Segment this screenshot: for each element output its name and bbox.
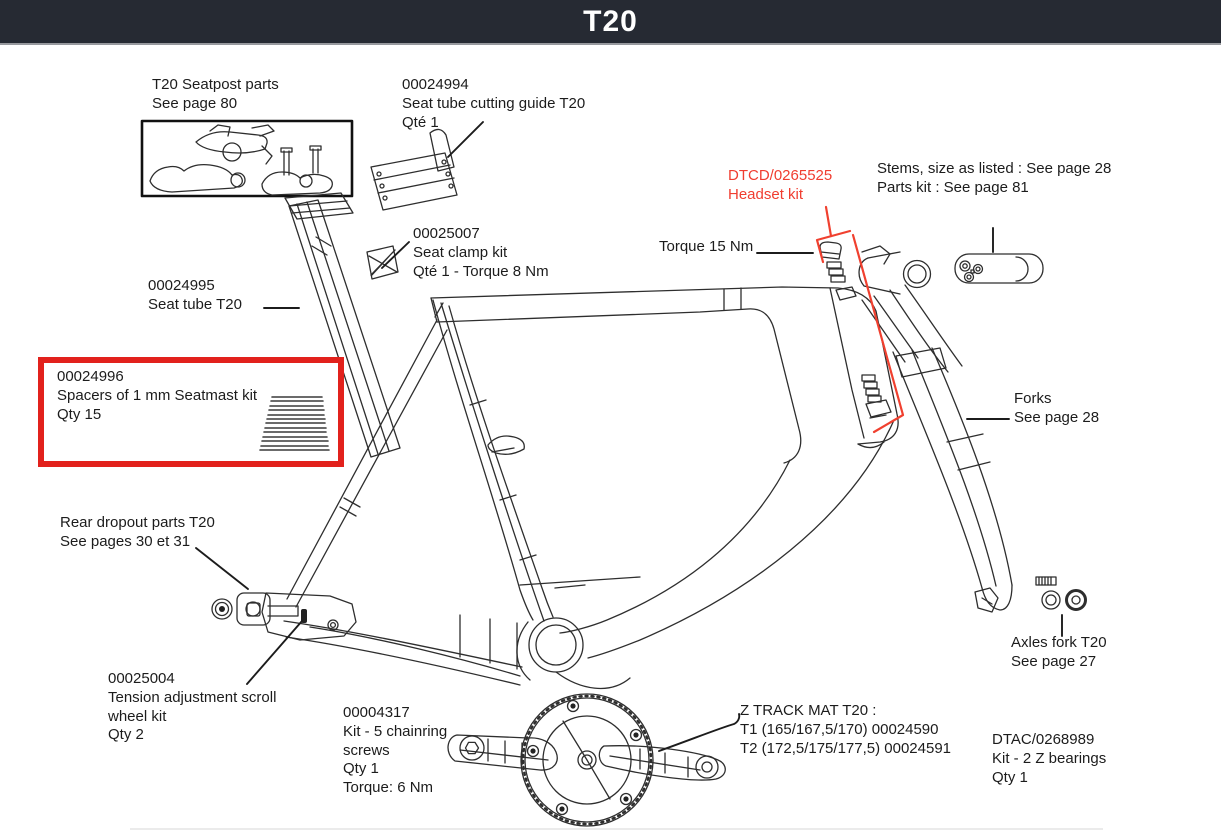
label-line: Qty 1 (343, 760, 379, 778)
label-line: Qty 2 (108, 726, 144, 744)
label-line: screws (343, 741, 390, 759)
label-line: 00004317 (343, 704, 410, 721)
label-line: T2 (172,5/175/177,5) 00024591 (740, 739, 952, 757)
label-line: T20 Seatpost parts (152, 76, 279, 93)
label-tension-wheel-kit: 00025004 Tension adjustment scroll wheel… (108, 670, 276, 745)
page-header: T20 (0, 0, 1221, 45)
label-line: Spacers of 1 mm Seatmast kit (57, 386, 258, 404)
label-line: See page 27 (1011, 652, 1097, 670)
label-forks: Forks See page 28 (1014, 390, 1099, 428)
page-title: T20 (583, 4, 638, 38)
page-bottom-rule (130, 828, 1103, 830)
label-line: 00025007 (413, 225, 480, 242)
label-line: DTAC/0268989 (992, 731, 1095, 748)
label-line: wheel kit (108, 707, 167, 725)
fork-drawing (861, 295, 1013, 613)
label-line: 00024995 (148, 277, 215, 294)
leader-lines (195, 121, 1063, 752)
label-ztrack-mat: Z TRACK MAT T20 : T1 (165/167,5/170) 000… (740, 702, 951, 758)
crankset-drawing (447, 693, 726, 827)
label-line: Seat tube T20 (148, 295, 242, 313)
headset-parts-drawing (819, 241, 892, 419)
label-line: T1 (165/167,5/170) 00024590 (740, 720, 939, 738)
label-seat-tube: 00024995 Seat tube T20 (148, 277, 242, 315)
label-line: Tension adjustment scroll (108, 688, 277, 706)
stem-top-view-drawing (954, 253, 1044, 284)
label-cutting-guide: 00024994 Seat tube cutting guide T20 Qté… (402, 76, 585, 132)
seat-clamp-drawing (366, 245, 399, 280)
label-line: DTCD/0265525 (728, 167, 833, 184)
frame-drawing (261, 286, 899, 690)
rear-dropout-parts-drawing (211, 592, 271, 626)
label-line: Qty 1 (992, 768, 1028, 786)
label-z-bearings: DTAC/0268989 Kit - 2 Z bearings Qty 1 (992, 731, 1106, 787)
label-line: Kit - 2 Z bearings (992, 749, 1107, 767)
headset-red-bracket (815, 205, 905, 434)
label-line: Rear dropout parts T20 (60, 514, 215, 531)
label-line: Axles fork T20 (1011, 634, 1107, 651)
label-line: Seat tube cutting guide T20 (402, 94, 586, 112)
label-torque-15nm: Torque 15 Nm (659, 238, 753, 257)
label-line: Kit - 5 chainring (343, 722, 448, 740)
label-line: See pages 30 et 31 (60, 532, 191, 550)
label-line: See page 28 (1014, 408, 1100, 426)
label-seatpost-parts: T20 Seatpost parts See page 80 (152, 76, 279, 114)
label-line: Seat clamp kit (413, 243, 508, 261)
label-line: Parts kit : See page 81 (877, 178, 1029, 196)
label-line: Qty 15 (57, 405, 102, 423)
label-line: 00024994 (402, 76, 469, 93)
highlight-box-spacers (38, 357, 344, 467)
label-line: Headset kit (728, 185, 804, 203)
label-seat-clamp: 00025007 Seat clamp kit Qté 1 - Torque 8… (413, 225, 549, 281)
label-line: Torque: 6 Nm (343, 779, 434, 797)
label-line: Qté 1 (402, 113, 439, 131)
label-line: Qté 1 - Torque 8 Nm (413, 262, 549, 280)
spacers-stack-drawing (259, 396, 330, 451)
stem-mounted-drawing (858, 245, 963, 373)
cutting-guide-drawing (370, 128, 458, 211)
label-line: Z TRACK MAT T20 : (740, 702, 877, 719)
label-line: See page 80 (152, 94, 238, 112)
label-line: Forks (1014, 390, 1052, 407)
label-chainring-screws: 00004317 Kit - 5 chainring screws Qty 1 … (343, 704, 447, 798)
label-spacers-kit: 00024996 Spacers of 1 mm Seatmast kit Qt… (57, 368, 257, 424)
label-line: 00025004 (108, 670, 175, 687)
seatpost-parts-box-drawing (140, 119, 354, 220)
label-axles-fork: Axles fork T20 See page 27 (1011, 634, 1107, 672)
label-line: Stems, size as listed : See page 28 (877, 160, 1112, 177)
label-line: 00024996 (57, 368, 124, 385)
fork-axle-parts-drawing (1035, 576, 1087, 611)
label-stems: Stems, size as listed : See page 28 Part… (877, 160, 1111, 198)
label-line: Torque 15 Nm (659, 238, 754, 255)
label-rear-dropout: Rear dropout parts T20 See pages 30 et 3… (60, 514, 215, 552)
label-headset-kit: DTCD/0265525 Headset kit (728, 167, 832, 205)
